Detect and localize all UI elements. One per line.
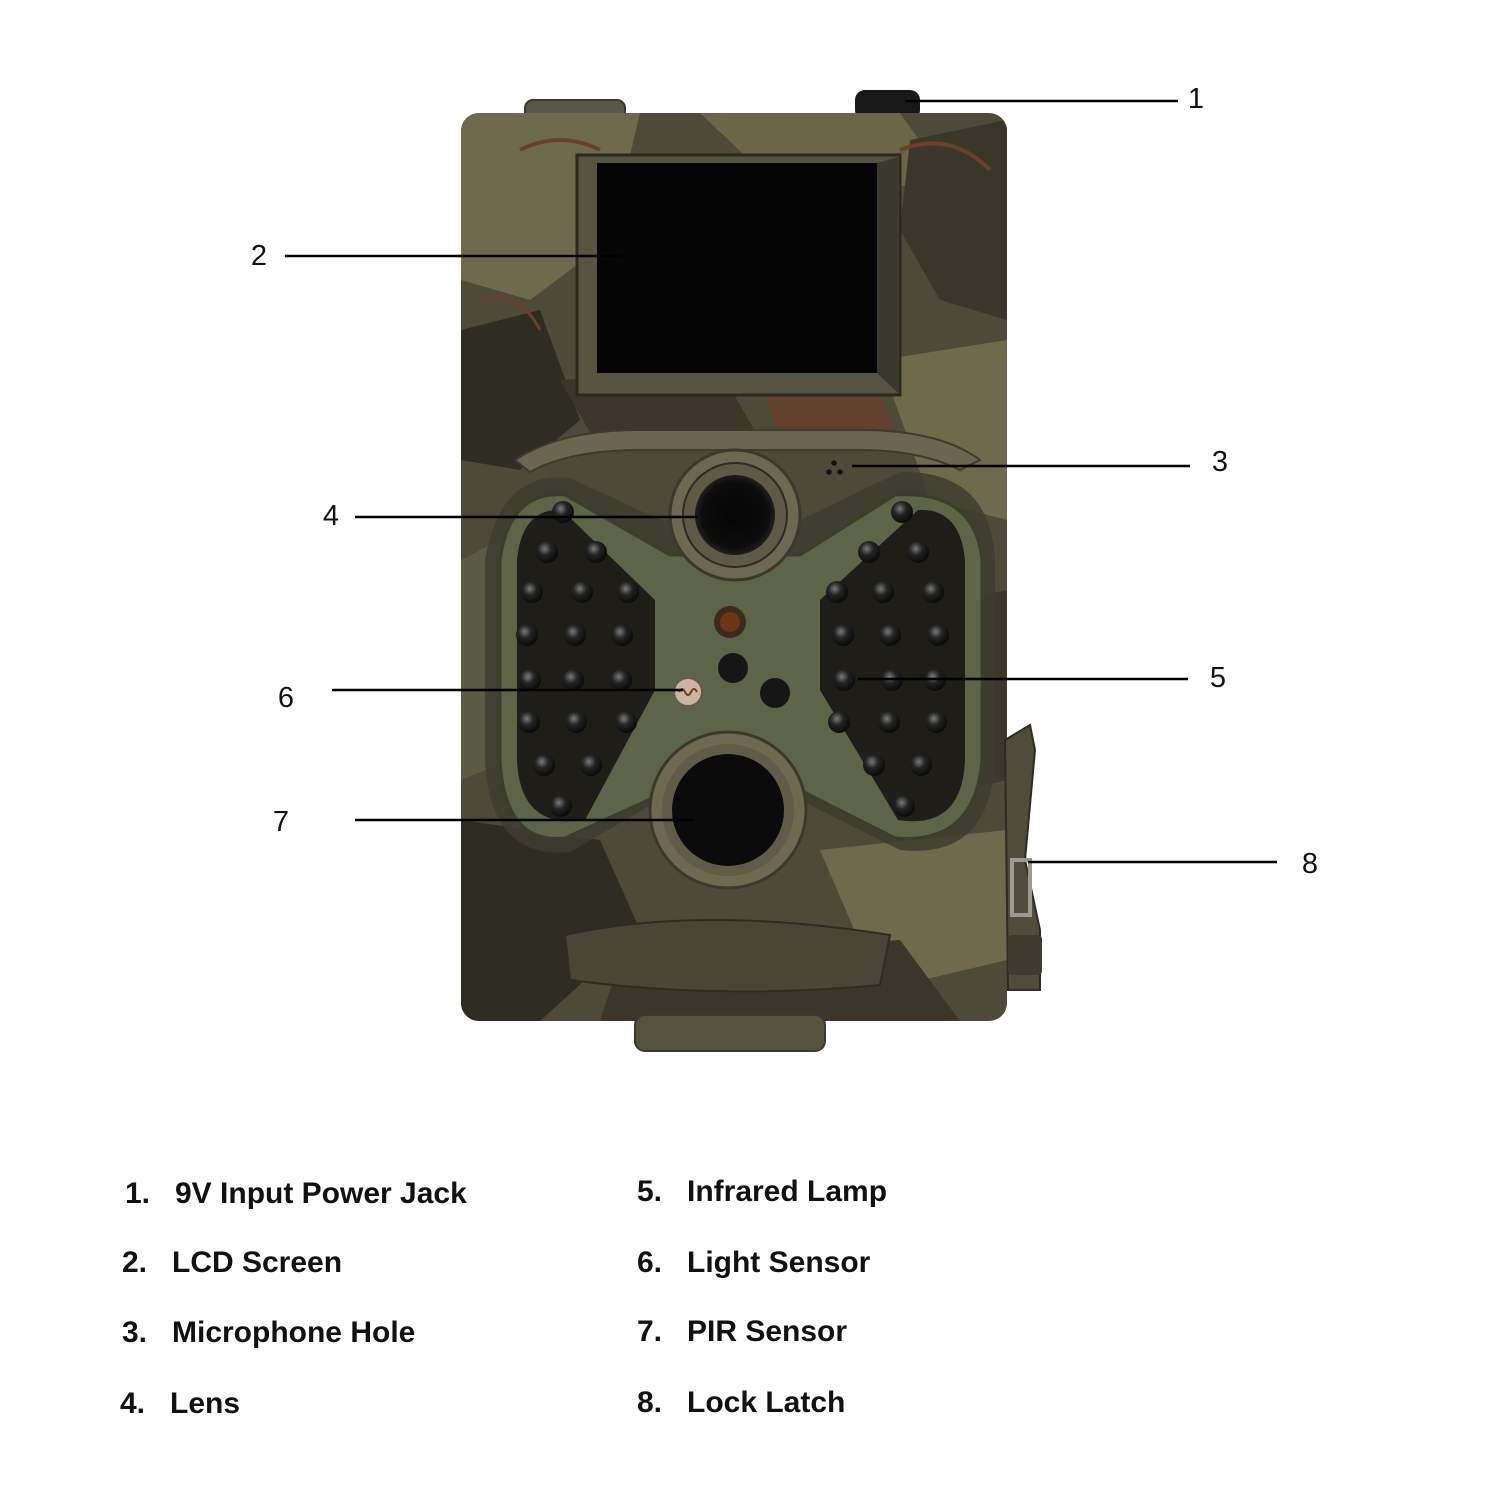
leader-lines (285, 99, 1277, 864)
legend-label: Infrared Lamp (687, 1175, 888, 1208)
ir-led (552, 501, 574, 523)
legend-item-5: 5. Infrared Lamp (637, 1177, 887, 1207)
ir-led (565, 711, 587, 733)
lock-latch (1003, 723, 1042, 991)
bottom-indent (563, 919, 892, 993)
small-sensor-right (760, 678, 790, 708)
ir-led (611, 624, 633, 646)
legend-item-2: 2. LCD Screen (122, 1248, 342, 1278)
ir-led (878, 711, 900, 733)
legend-number: 4. (120, 1387, 146, 1420)
legend-item-7: 7. PIR Sensor (637, 1317, 847, 1347)
legend-number: 1. (125, 1177, 151, 1210)
bottom-mount (634, 1014, 826, 1052)
legend-item-8: 8. Lock Latch (637, 1388, 845, 1418)
ir-led (833, 669, 855, 691)
ir-led (858, 541, 880, 563)
legend-item-1: 1. 9V Input Power Jack (125, 1179, 467, 1209)
callout-6: 6 (277, 682, 295, 714)
callout-7: 7 (272, 806, 290, 838)
ir-led (518, 711, 540, 733)
microphone-hole (826, 460, 843, 475)
legend-number: 5. (637, 1175, 663, 1208)
callout-2: 2 (250, 240, 268, 272)
ir-led (562, 669, 584, 691)
light-sensor (673, 677, 703, 707)
ir-led (925, 711, 947, 733)
ir-led (910, 754, 932, 776)
ir-led (872, 581, 894, 603)
ir-led (571, 581, 593, 603)
legend-label: Lock Latch (687, 1386, 846, 1419)
legend-item-4: 4. Lens (120, 1389, 240, 1419)
legend-number: 6. (637, 1246, 663, 1279)
power-jack (855, 90, 920, 120)
ir-led (617, 581, 639, 603)
ir-led (550, 795, 572, 817)
ir-led (891, 501, 913, 523)
callout-3: 3 (1211, 446, 1229, 478)
legend-number: 7. (637, 1315, 663, 1348)
ir-led (610, 669, 632, 691)
legend-label: PIR Sensor (687, 1315, 848, 1348)
callout-5: 5 (1209, 662, 1227, 694)
ir-led (536, 541, 558, 563)
ir-led (826, 581, 848, 603)
ir-led (863, 754, 885, 776)
ir-led (927, 624, 949, 646)
ir-led (516, 624, 538, 646)
legend-number: 3. (122, 1316, 148, 1349)
ir-led (533, 754, 555, 776)
ir-led (879, 624, 901, 646)
legend-label: Lens (170, 1387, 241, 1420)
legend-number: 2. (122, 1246, 148, 1279)
ir-led (922, 581, 944, 603)
legend-item-6: 6. Light Sensor (637, 1248, 870, 1278)
callout-4: 4 (322, 500, 340, 532)
legend-label: Microphone Hole (172, 1316, 416, 1349)
small-sensor (718, 653, 748, 683)
pir-sensor (672, 754, 784, 866)
lens (695, 475, 775, 555)
legend-label: 9V Input Power Jack (175, 1177, 467, 1210)
ir-led (585, 541, 607, 563)
ir-led (893, 795, 915, 817)
ir-led (832, 624, 854, 646)
ir-led (521, 581, 543, 603)
ir-led (519, 669, 541, 691)
legend-label: LCD Screen (172, 1246, 343, 1279)
ir-led (580, 754, 602, 776)
brow-ridge (513, 429, 982, 474)
legend-item-3: 3. Microphone Hole (122, 1318, 415, 1348)
legend-label: Light Sensor (687, 1246, 871, 1279)
lcd-screen (597, 163, 877, 373)
ir-led (907, 541, 929, 563)
ir-led (564, 624, 586, 646)
callout-1: 1 (1187, 83, 1205, 115)
legend-number: 8. (637, 1386, 663, 1419)
callout-8: 8 (1301, 848, 1319, 880)
ir-led (828, 711, 850, 733)
ir-led (615, 711, 637, 733)
